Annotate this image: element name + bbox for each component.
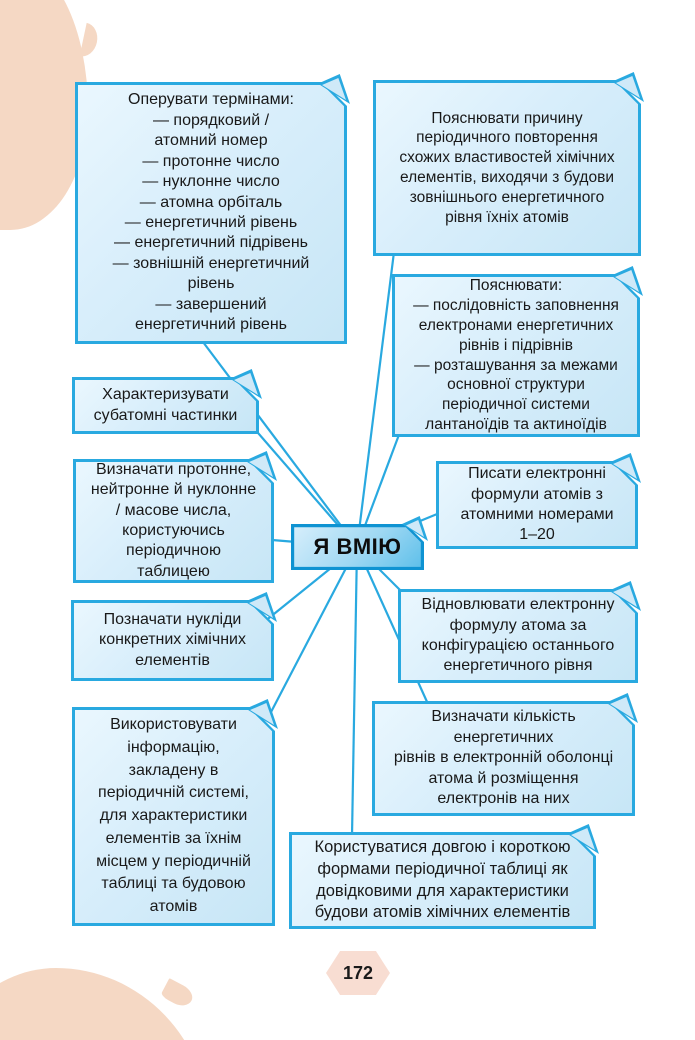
box-background xyxy=(289,832,596,929)
skill-box-explain-periodicity: Пояснювати причину періодичного повторен… xyxy=(373,72,644,256)
skill-box-text: Характеризувати субатомні частинки xyxy=(93,386,238,424)
skill-box-characterize-subatomic: Характеризувати субатомні частинки xyxy=(72,369,262,434)
skill-box-text: Визначати кількість енергетичних рівнів … xyxy=(393,708,614,808)
skill-box-text: Пояснювати причину періодичного повторен… xyxy=(399,109,615,226)
skill-box-denote-nuclides: Позначати нукліди конкретних хімічних ел… xyxy=(71,592,277,681)
skill-box-text: Позначати нукліди конкретних хімічних ел… xyxy=(99,610,246,669)
skill-box-text: Користуватися довгою і короткою формами … xyxy=(314,837,571,922)
skill-box-text: Використовувати інформацію, закладену в … xyxy=(96,716,251,916)
skill-box-text: Визначати протонне, нейтронне й нуклонне… xyxy=(90,460,257,580)
page-number: 172 xyxy=(342,962,374,983)
skill-box-text: Оперувати термінами: — порядковий / атом… xyxy=(112,91,310,334)
skill-box-use-table-forms: Користуватися довгою і короткою формами … xyxy=(289,824,599,929)
box-background xyxy=(72,707,275,926)
skill-box-write-electron-formulas: Писати електронні формули атомів з атомн… xyxy=(436,453,641,549)
box-background xyxy=(436,461,638,549)
box-background xyxy=(71,600,274,681)
node-background xyxy=(291,524,424,570)
skill-box-text: Відновлювати електронну формулу атома за… xyxy=(421,596,615,675)
central-node-i-can: Я ВМІЮ xyxy=(291,516,428,570)
skill-box-restore-electron-formula: Відновлювати електронну формулу атома за… xyxy=(398,581,641,683)
skill-box-operate-terms: Оперувати термінами: — порядковий / атом… xyxy=(75,74,350,344)
box-background xyxy=(372,701,635,816)
skill-box-determine-numbers: Визначати протонне, нейтронне й нуклонне… xyxy=(73,451,277,583)
box-background xyxy=(398,589,638,683)
skill-box-explain-filling: Пояснювати: — послідовність заповнення е… xyxy=(392,266,643,437)
page-number-badge: 172 xyxy=(326,951,390,995)
box-background xyxy=(392,274,640,437)
skill-box-use-information: Використовувати інформацію, закладену в … xyxy=(72,699,278,926)
skill-box-determine-levels: Визначати кількість енергетичних рівнів … xyxy=(372,693,638,816)
box-background xyxy=(73,459,274,583)
box-background xyxy=(72,377,259,434)
box-background xyxy=(373,80,641,256)
skill-box-text: Пояснювати: — послідовність заповнення е… xyxy=(413,277,619,433)
box-background xyxy=(75,82,347,344)
central-node-label: Я ВМІЮ xyxy=(313,534,402,559)
skill-box-text: Писати електронні формули атомів з атомн… xyxy=(460,465,614,544)
